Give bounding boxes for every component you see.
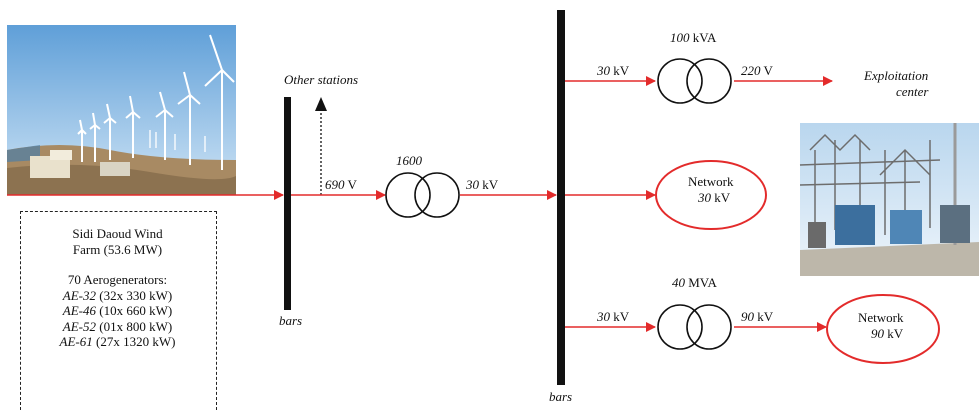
network-30kv-title: Network: [688, 174, 734, 189]
bars-right-label: bars: [549, 389, 573, 404]
exploitation-center-line1: Exploitation: [864, 68, 929, 83]
aero-row: AE-61 (27x 1320 kW): [59, 334, 176, 349]
top-transformer-rating: 100 kVA: [670, 30, 717, 45]
substation-photo: [799, 123, 979, 276]
bot-transformer-rating: 40 MVA: [672, 275, 717, 290]
bars-left-label: bars: [279, 313, 303, 328]
farm-name-line1: Sidi Daoud Wind: [72, 226, 163, 241]
bus-bar-right: [557, 10, 565, 385]
transformer-1600-rating: 1600: [396, 153, 422, 168]
network-30kv-node: [655, 160, 767, 230]
bot-in-voltage-label: 30 kV: [597, 309, 630, 324]
bus-bar-left: [284, 97, 291, 310]
bot-out-voltage-label: 90 kV: [741, 309, 774, 324]
aero-row: AE-46 (10x 660 kW): [62, 303, 173, 318]
voltage-690v-label: 690 V: [325, 177, 357, 192]
top-out-voltage-label: 220 V: [741, 63, 773, 78]
farm-name-line2: Farm (53.6 MW): [72, 241, 163, 257]
aero-title: 70 Aerogenerators:: [67, 272, 168, 287]
top-in-voltage-label: 30 kV: [597, 63, 630, 78]
wind-farm-info-text: Sidi Daoud Wind Farm (53.6 MW) 70 Aeroge…: [20, 226, 215, 350]
aero-row: AE-32 (32x 330 kW): [62, 287, 173, 303]
wind-farm-info-box: [20, 211, 217, 410]
aero-row: AE-52 (01x 800 kW): [62, 318, 173, 334]
other-stations-arrowhead: [315, 97, 327, 111]
transformer-1600: [385, 172, 460, 218]
other-stations-label: Other stations: [284, 72, 359, 87]
network-90kv-title: Network: [858, 310, 904, 325]
network-30kv-voltage: 30 kV: [698, 190, 731, 205]
voltage-30kv-label: 30 kV: [466, 177, 499, 192]
transformer-100kva: [657, 58, 732, 104]
network-90kv-voltage: 90 kV: [871, 326, 904, 341]
transformer-40mva: [657, 304, 732, 350]
exploitation-center-line2: center: [896, 84, 929, 99]
wind-farm-photo: [7, 25, 236, 195]
network-90kv-node: [826, 294, 940, 364]
